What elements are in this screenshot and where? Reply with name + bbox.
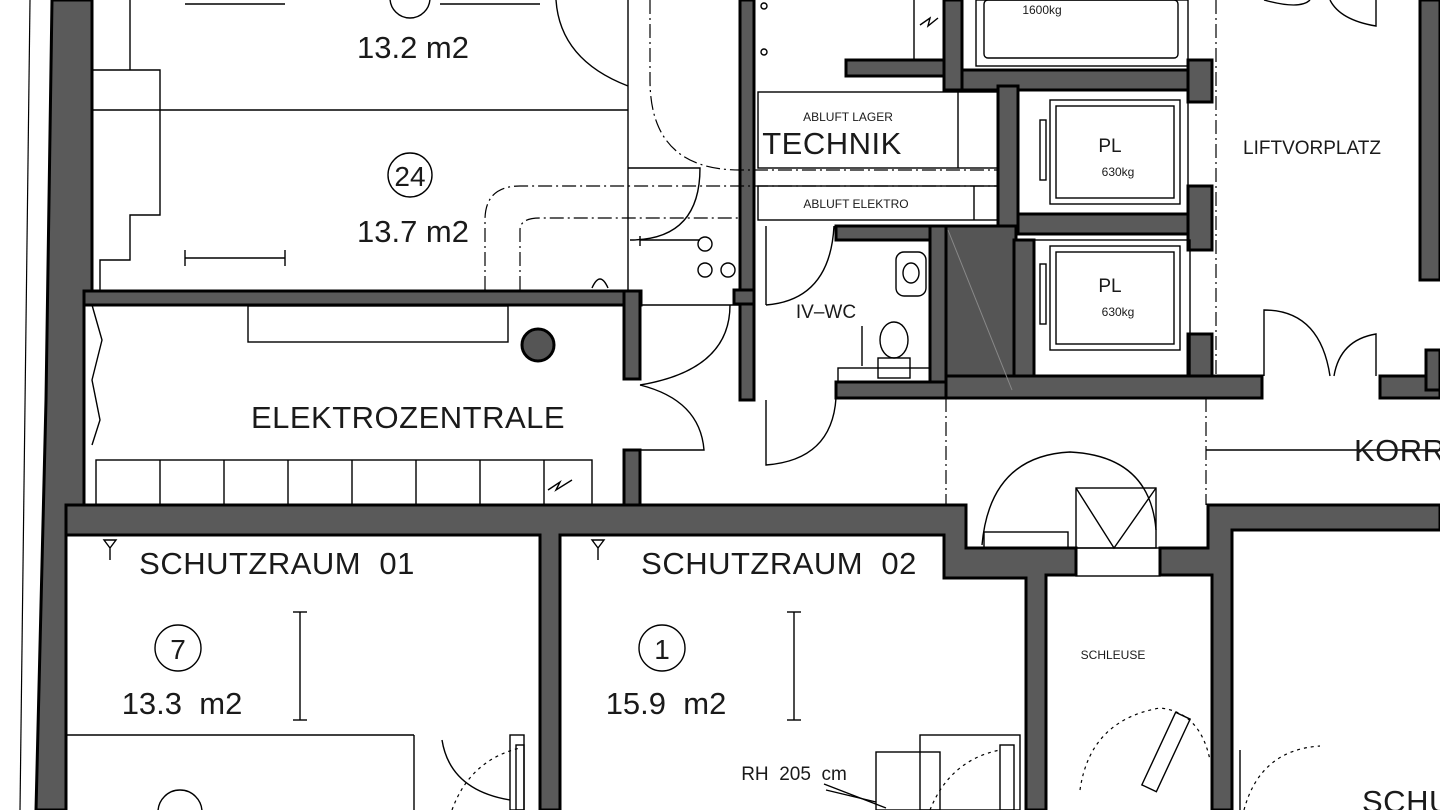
label-abluft-elektro: ABLUFT ELEKTRO [803,197,908,211]
label-room24-area: 13.7 m2 [357,214,469,249]
wall-room24-bottom [82,289,643,512]
outer-walls [19,0,94,810]
label-lift-load-big: 1600kg [1022,3,1061,17]
label-korridor: KORRI [1354,433,1440,468]
core-walls [732,0,1440,402]
label-iv-wc: IV–WC [796,302,856,323]
label-rh: RH 205 cm [741,764,847,785]
label-elektrozentrale: ELEKTROZENTRALE [251,400,565,435]
label-pl-upper: PL [1098,136,1121,157]
room-number-circles [154,0,686,810]
label-pl-lower: PL [1098,276,1121,297]
label-pl-load-lower: 630kg [1102,305,1135,319]
label-area-top: 13.2 m2 [357,30,469,65]
label-pl-load-upper: 630kg [1102,165,1135,179]
label-schutzraum-02: SCHUTZRAUM 02 [641,546,917,581]
label-schutzraum-01-area: 13.3 m2 [122,686,243,721]
label-schu-partial: SCHU [1362,784,1440,810]
label-schutzraum-02-area: 15.9 m2 [606,686,727,721]
labels: 13.2 m2 24 13.7 m2 ELEKTROZENTRALE ABLUF… [122,3,1440,810]
label-schutzraum-01: SCHUTZRAUM 01 [139,546,415,581]
label-technik: TECHNIK [762,126,902,161]
label-room24-number: 24 [394,161,425,192]
label-schleuse: SCHLEUSE [1081,648,1146,662]
label-schutzraum-02-number: 1 [654,634,670,665]
label-abluft-lager: ABLUFT LAGER [803,110,893,124]
thin-lines [66,0,1440,810]
label-liftvorplatz: LIFTVORPLATZ [1243,138,1381,159]
label-schutzraum-01-number: 7 [170,634,186,665]
